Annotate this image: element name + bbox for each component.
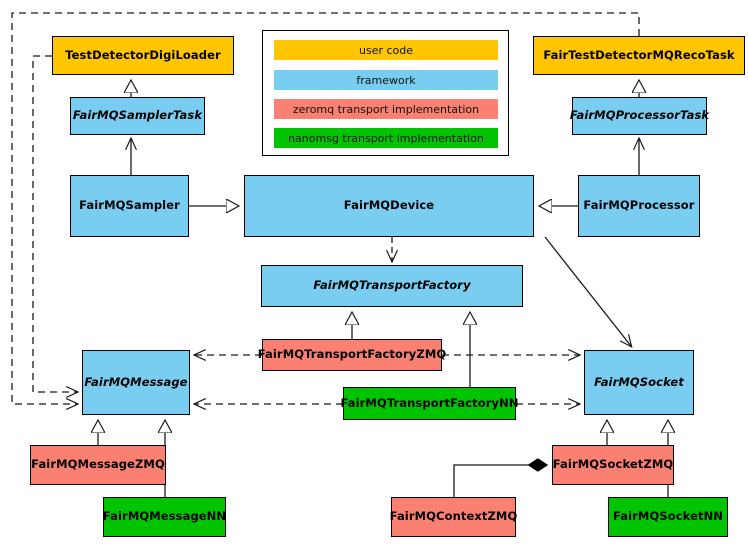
legend-label-framework: framework bbox=[356, 73, 416, 87]
class-box-FairMQMessage[interactable]: FairMQMessage bbox=[82, 350, 190, 415]
legend-label-user-code: user code bbox=[358, 43, 414, 57]
class-box-FairMQProcessorTask[interactable]: FairMQProcessorTask bbox=[569, 97, 710, 135]
class-box-FairMQTransportFactoryNN[interactable]: FairMQTransportFactoryNN bbox=[340, 387, 519, 420]
class-label: FairMQProcessorTask bbox=[569, 108, 710, 123]
class-label: FairMQSamplerTask bbox=[72, 108, 203, 123]
class-box-FairMQDevice[interactable]: FairMQDevice bbox=[244, 175, 534, 237]
class-box-FairMQTransportFactoryZMQ[interactable]: FairMQTransportFactoryZMQ bbox=[258, 339, 446, 371]
class-box-FairMQMessageNN[interactable]: FairMQMessageNN bbox=[103, 497, 226, 537]
class-label: TestDetectorDigiLoader bbox=[65, 47, 221, 62]
edge-recotask-to-message bbox=[11, 12, 640, 404]
class-label: FairMQMessageZMQ bbox=[31, 457, 165, 472]
class-label: FairMQTransportFactoryNN bbox=[340, 395, 519, 410]
class-label: FairMQSampler bbox=[79, 198, 180, 213]
legend-item-framework: framework bbox=[274, 70, 498, 90]
class-box-FairMQSocket[interactable]: FairMQSocket bbox=[584, 350, 694, 415]
class-label: FairMQTransportFactory bbox=[313, 278, 471, 293]
class-box-FairMQContextZMQ[interactable]: FairMQContextZMQ bbox=[389, 497, 518, 537]
class-box-TestDetectorDigiLoader[interactable]: TestDetectorDigiLoader bbox=[52, 36, 234, 75]
class-box-FairTestDetectorMQRecoTask[interactable]: FairTestDetectorMQRecoTask bbox=[533, 36, 745, 75]
class-box-FairMQSocketNN[interactable]: FairMQSocketNN bbox=[608, 497, 728, 537]
legend-item-nanomsg: nanomsg transport implementation bbox=[274, 128, 498, 148]
legend-label-zeromq: zeromq transport implementation bbox=[292, 102, 480, 116]
class-label: FairMQSocketZMQ bbox=[552, 457, 674, 472]
class-box-FairMQMessageZMQ[interactable]: FairMQMessageZMQ bbox=[30, 445, 166, 485]
class-box-FairMQSamplerTask[interactable]: FairMQSamplerTask bbox=[70, 97, 205, 135]
legend-item-user-code: user code bbox=[274, 40, 498, 60]
edge-device-to-socket bbox=[544, 236, 631, 346]
class-label: FairMQMessage bbox=[84, 374, 188, 389]
class-box-FairMQSocketZMQ[interactable]: FairMQSocketZMQ bbox=[552, 445, 674, 485]
class-label: FairMQDevice bbox=[343, 198, 435, 213]
class-box-FairMQTransportFactory[interactable]: FairMQTransportFactory bbox=[261, 265, 523, 307]
class-label: FairTestDetectorMQRecoTask bbox=[543, 47, 735, 62]
edge-digiloader-to-message bbox=[32, 55, 77, 392]
legend-panel: user code framework zeromq transport imp… bbox=[262, 30, 509, 156]
class-label: FairMQContextZMQ bbox=[389, 509, 518, 524]
class-box-FairMQProcessor[interactable]: FairMQProcessor bbox=[578, 175, 700, 237]
edge-contextzmq-to-socketzmq bbox=[453, 465, 547, 497]
class-box-FairMQSampler[interactable]: FairMQSampler bbox=[70, 175, 189, 237]
legend-item-zeromq: zeromq transport implementation bbox=[274, 99, 498, 119]
class-label: FairMQSocketNN bbox=[612, 509, 724, 524]
class-label: FairMQProcessor bbox=[583, 198, 695, 213]
class-label: FairMQTransportFactoryZMQ bbox=[257, 347, 447, 362]
class-label: FairMQSocket bbox=[594, 374, 684, 389]
legend-label-nanomsg: nanomsg transport implementation bbox=[288, 131, 484, 145]
class-label: FairMQMessageNN bbox=[102, 509, 227, 524]
